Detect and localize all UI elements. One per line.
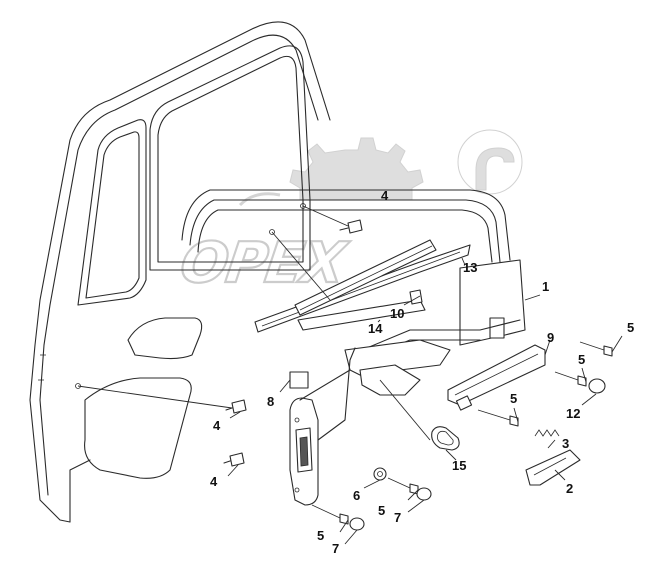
- part-5-screw-a: [579, 341, 613, 357]
- watermark-badge-icon: [457, 129, 523, 195]
- label-part-5-b: 5: [578, 352, 585, 367]
- label-part-4-mid: 4: [213, 418, 221, 433]
- leader-lines: [77, 205, 623, 545]
- part-8-clip: [289, 371, 309, 389]
- armrest-assembly: [297, 299, 451, 396]
- part-2-latch-plate: [525, 449, 581, 486]
- pull-handle: [447, 344, 546, 411]
- lock-housing: [289, 347, 356, 506]
- label-part-9: 9: [547, 330, 554, 345]
- label-part-5-a: 5: [627, 320, 634, 335]
- label-part-1: 1: [542, 279, 549, 294]
- part-4-clip-b: [225, 399, 247, 414]
- part-12-cap: [588, 378, 606, 394]
- trim-panel: [181, 189, 526, 361]
- label-part-12: 12: [566, 406, 580, 421]
- part-5-screw-c: [477, 409, 519, 427]
- label-part-14: 14: [368, 321, 383, 336]
- label-part-5-d: 5: [378, 503, 385, 518]
- label-part-3: 3: [562, 436, 569, 451]
- label-part-4-top: 4: [381, 188, 389, 203]
- label-part-4-low: 4: [210, 474, 218, 489]
- part-4-clip-c: [223, 452, 245, 467]
- label-part-6: 6: [353, 488, 360, 503]
- label-part-15: 15: [452, 458, 466, 473]
- weather-strip: [254, 239, 471, 333]
- label-part-13: 13: [463, 260, 477, 275]
- part-10-bracket: [409, 289, 423, 305]
- watermark-swoosh: [238, 192, 281, 207]
- part-5-screw-e: [311, 504, 349, 525]
- part-15-bezel: [431, 426, 460, 451]
- part-7-cap-a: [416, 487, 432, 501]
- label-part-8: 8: [267, 394, 274, 409]
- label-part-2: 2: [566, 481, 573, 496]
- label-part-5-c: 5: [510, 391, 517, 406]
- watermark-gear-icon: [289, 137, 424, 201]
- watermark-logo: OPEX: [175, 129, 523, 297]
- part-6-washer: [373, 467, 387, 481]
- part-5-screw-b: [554, 371, 587, 387]
- part-3-spring: [534, 429, 560, 437]
- part-5-screw-d: [387, 477, 419, 495]
- watermark-text: OPEX: [176, 231, 352, 296]
- label-part-7-b: 7: [332, 541, 339, 556]
- label-part-10: 10: [390, 306, 404, 321]
- part-7-cap-b: [349, 517, 365, 531]
- label-part-7-a: 7: [394, 510, 401, 525]
- door-frame: [29, 21, 331, 523]
- part-labels: 1 2 3 4 4 4 5 5 5 5 5 6 7 7 8 9 10 12 13…: [210, 188, 634, 556]
- label-part-5-e: 5: [317, 528, 324, 543]
- part-4-clip-a: [339, 219, 363, 234]
